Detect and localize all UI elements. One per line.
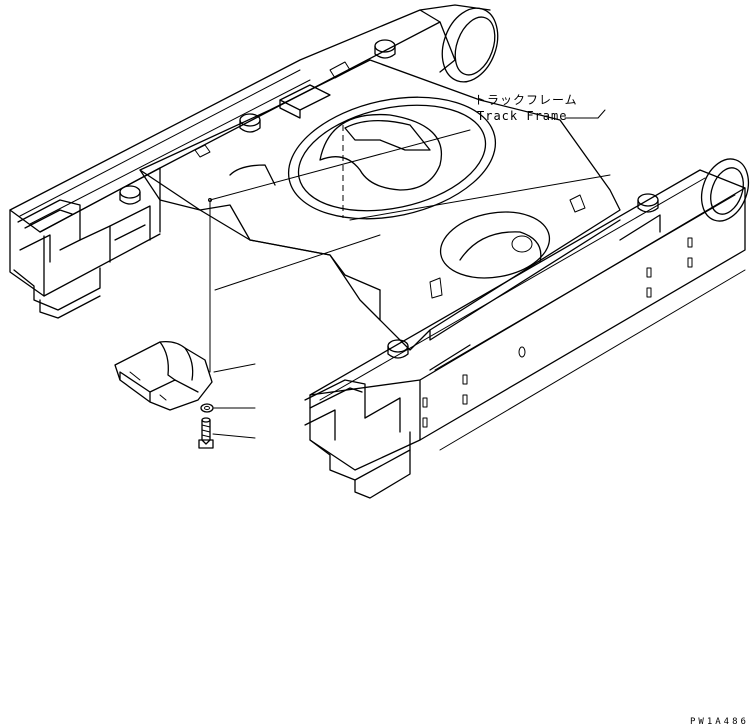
lower-guard-cover [114,340,213,411]
right-side-frame [304,158,750,499]
track-frame [9,4,750,499]
washer [200,403,214,413]
track-frame-label-jp: トラックフレーム [474,93,578,107]
track-frame-label-en: Track Frame [477,109,567,123]
center-frame-body [119,39,659,359]
left-side-frame [9,4,499,319]
callout-leaders [212,363,256,439]
bolt [198,417,214,449]
track-frame-leader-tick [597,109,606,119]
drawing-code: PW1A486 [690,717,749,727]
mount-point [208,198,212,202]
